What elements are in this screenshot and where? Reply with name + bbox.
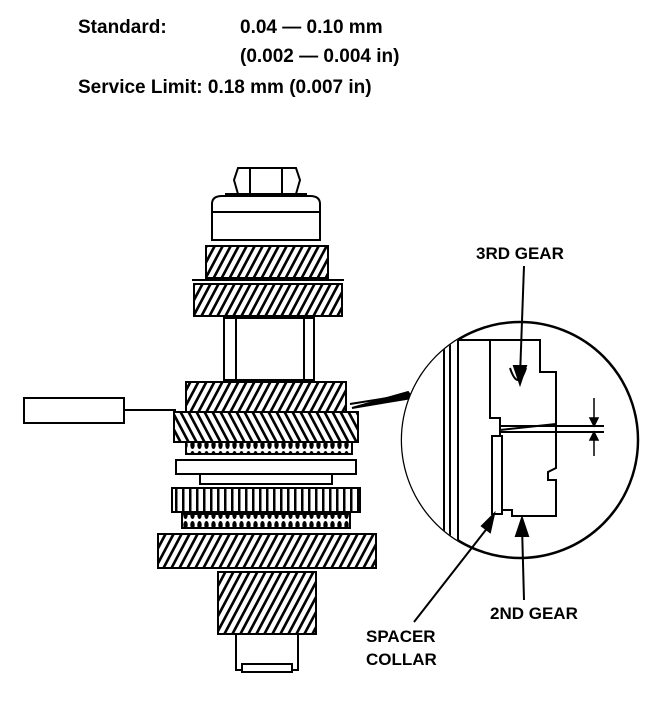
shaft-assembly <box>157 167 377 673</box>
second-gear-label: 2ND GEAR <box>490 604 578 623</box>
third-gear-label: 3RD GEAR <box>476 244 564 263</box>
spacer-collar-label-line2: COLLAR <box>366 650 437 669</box>
standard-label: Standard: <box>78 17 167 38</box>
magnified-detail-circle <box>400 320 640 560</box>
service-limit-value: Service Limit: 0.18 mm (0.007 in) <box>78 77 372 98</box>
callout-arrows <box>413 265 530 623</box>
magnifier-leader <box>349 390 414 409</box>
spacer-collar-label-line1: SPACER <box>366 627 436 646</box>
feeler-gauge <box>23 397 176 424</box>
standard-value-mm: 0.04 — 0.10 mm <box>240 17 383 38</box>
standard-value-in: (0.002 — 0.004 in) <box>240 46 400 67</box>
